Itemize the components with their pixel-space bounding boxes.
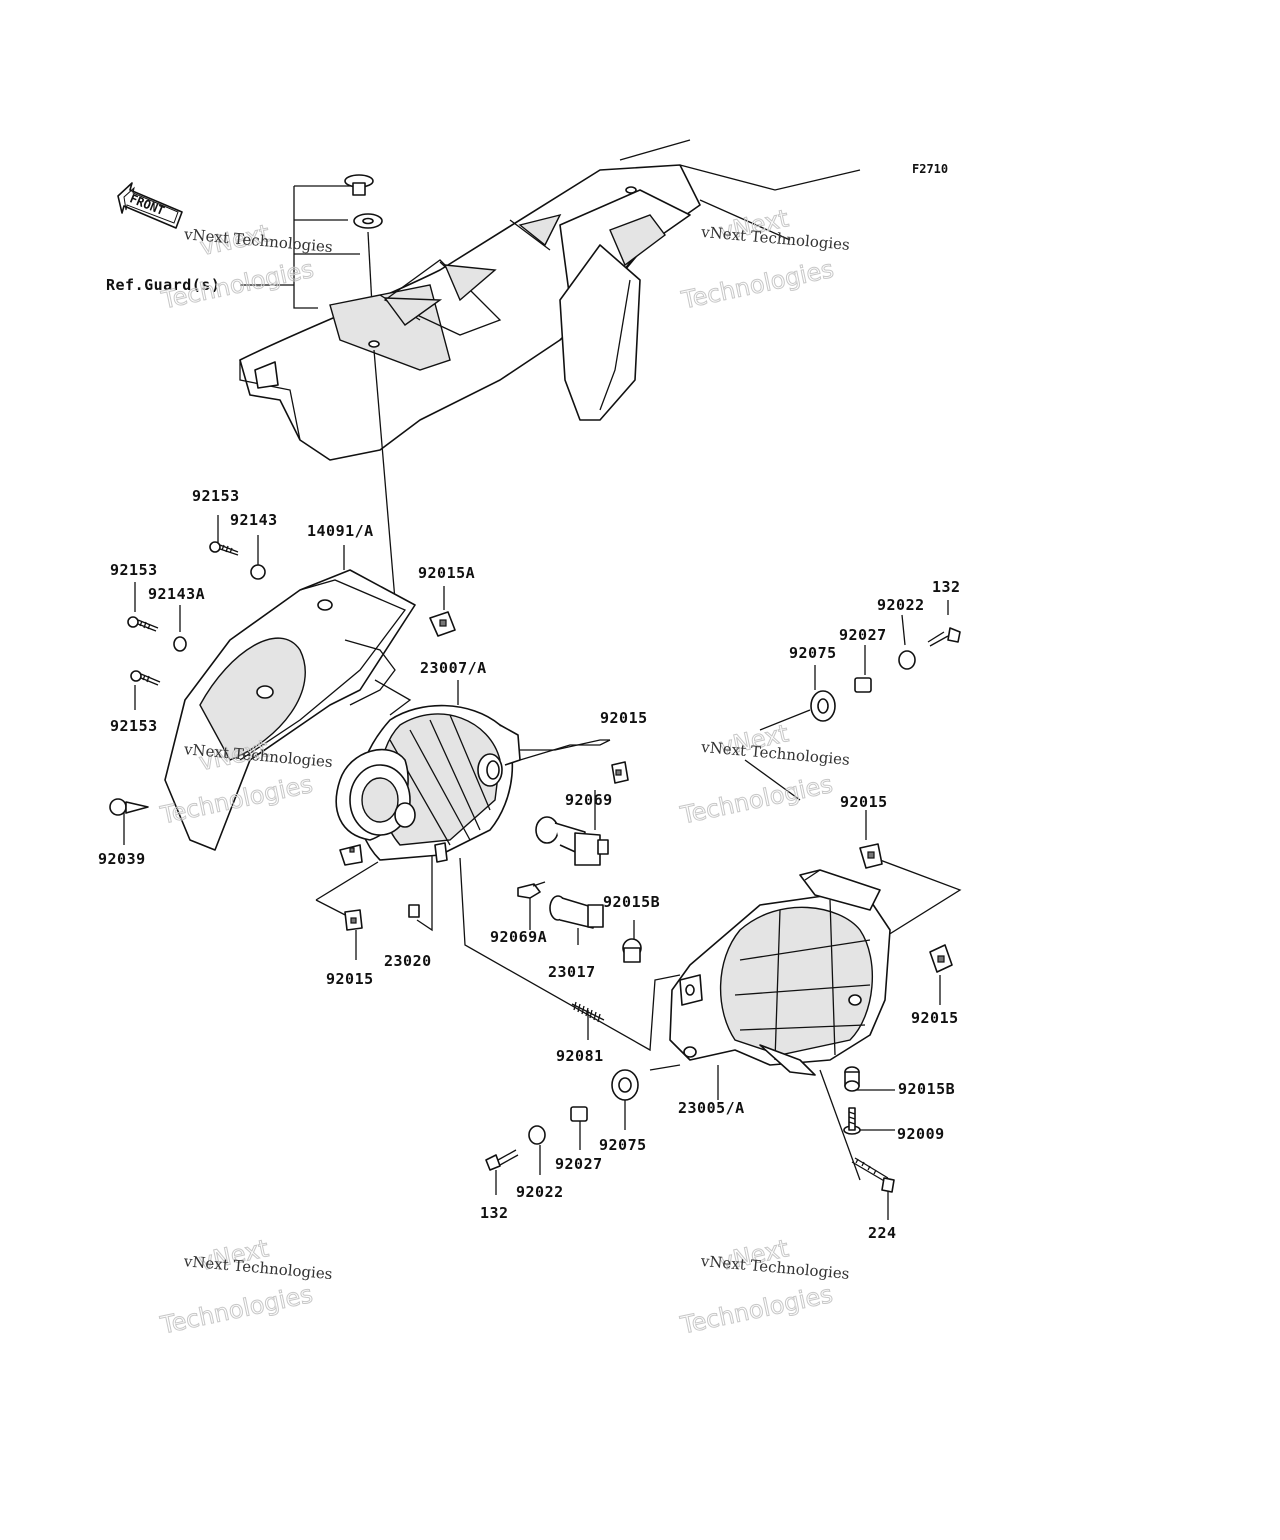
part-label: 92015	[911, 1009, 959, 1027]
nut-23020	[408, 904, 420, 918]
screw-92009	[843, 1107, 861, 1135]
bolt-icon	[344, 174, 374, 196]
headlight-cover	[164, 569, 416, 851]
part-label: 92153	[110, 561, 158, 579]
bolt-224	[851, 1157, 895, 1193]
screw-92153-b	[127, 616, 159, 632]
collar-92027-top	[854, 677, 872, 693]
screw-92153-a	[209, 541, 239, 556]
watermark-top-right: vNext vNext Technologies Technologies	[678, 204, 851, 315]
part-label: 92075	[789, 644, 837, 662]
svg-text:Technologies: Technologies	[677, 770, 835, 830]
part-label: 92015	[326, 970, 374, 988]
part-label: 92069	[565, 791, 613, 809]
part-label: 92153	[110, 717, 158, 735]
ref-guard-bracket	[240, 174, 383, 343]
watermark-top-left: vNext vNext Technologies Technologies	[158, 219, 333, 315]
nut-92143	[250, 564, 266, 580]
part-label: 92081	[556, 1047, 604, 1065]
front-arrow-icon: FRONT	[117, 182, 183, 229]
svg-text:Technologies: Technologies	[678, 255, 836, 315]
bolt-132-top	[927, 627, 961, 647]
svg-text:Technologies: Technologies	[677, 1280, 835, 1340]
part-label: 92015	[600, 709, 648, 727]
part-label: 92027	[839, 626, 887, 644]
part-label: 132	[480, 1204, 509, 1222]
part-label: 92022	[877, 596, 925, 614]
part-label: 23007/A	[420, 659, 487, 677]
watermark-bottom-left: vNext vNext Technologies Technologies	[157, 1234, 333, 1340]
headlight-unit	[335, 704, 521, 866]
washer-92143a	[173, 636, 187, 652]
washer-92022-bottom	[528, 1125, 546, 1145]
part-label: 92009	[897, 1125, 945, 1143]
part-label: 92015A	[418, 564, 475, 582]
washer-92022-top	[898, 650, 916, 670]
watermark-bottom-right: vNext vNext Technologies Technologies	[677, 1234, 850, 1340]
clip-92015-left	[344, 909, 363, 931]
part-label: 92039	[98, 850, 146, 868]
part-label: 92015B	[898, 1080, 955, 1098]
part-label: 23020	[384, 952, 432, 970]
part-label: 92069A	[490, 928, 547, 946]
collar-92027-bottom	[570, 1106, 588, 1122]
bulb-92069	[535, 816, 609, 866]
bulb-92069a	[517, 881, 546, 899]
figure-code: F2710	[912, 162, 948, 176]
part-label: 92022	[516, 1183, 564, 1201]
clip-92039	[109, 798, 149, 816]
screw-92153-c	[130, 670, 161, 686]
part-label: 14091/A	[307, 522, 374, 540]
part-labels: 92153 92143 14091/A 92153 92143A 92015A …	[98, 487, 961, 1242]
part-label: 224	[868, 1224, 897, 1242]
part-label: 132	[932, 578, 961, 596]
part-label: 92015B	[603, 893, 660, 911]
grommet-92075-bottom	[611, 1069, 639, 1101]
socket-23017	[549, 895, 604, 929]
svg-text:Technologies: Technologies	[158, 255, 316, 315]
part-label: 23005/A	[678, 1099, 745, 1117]
washer-icon	[353, 213, 383, 229]
part-label: 92143A	[148, 585, 205, 603]
grommet-92075-top	[810, 690, 836, 722]
grommet-92015b-bottom	[844, 1066, 860, 1092]
part-label: 92027	[555, 1155, 603, 1173]
clip-92015-right-top	[859, 843, 883, 869]
nut-92015a	[429, 611, 456, 637]
part-label: 92153	[192, 487, 240, 505]
leader-lines	[123, 349, 962, 1220]
grommet-92015b-top	[622, 938, 642, 963]
clip-92015-right	[929, 944, 953, 973]
part-label: 92075	[599, 1136, 647, 1154]
right-headlight-housing	[669, 869, 891, 1076]
part-label: 92143	[230, 511, 278, 529]
part-label: 92015	[840, 793, 888, 811]
ref-guard-label: Ref.Guard(s)	[106, 276, 220, 294]
guard-panel	[239, 139, 861, 461]
part-label: 23017	[548, 963, 596, 981]
spring-92081	[571, 1001, 605, 1023]
bolt-132-bottom	[485, 1149, 519, 1171]
clip-92015-top	[611, 761, 629, 784]
svg-text:Technologies: Technologies	[157, 1280, 315, 1340]
